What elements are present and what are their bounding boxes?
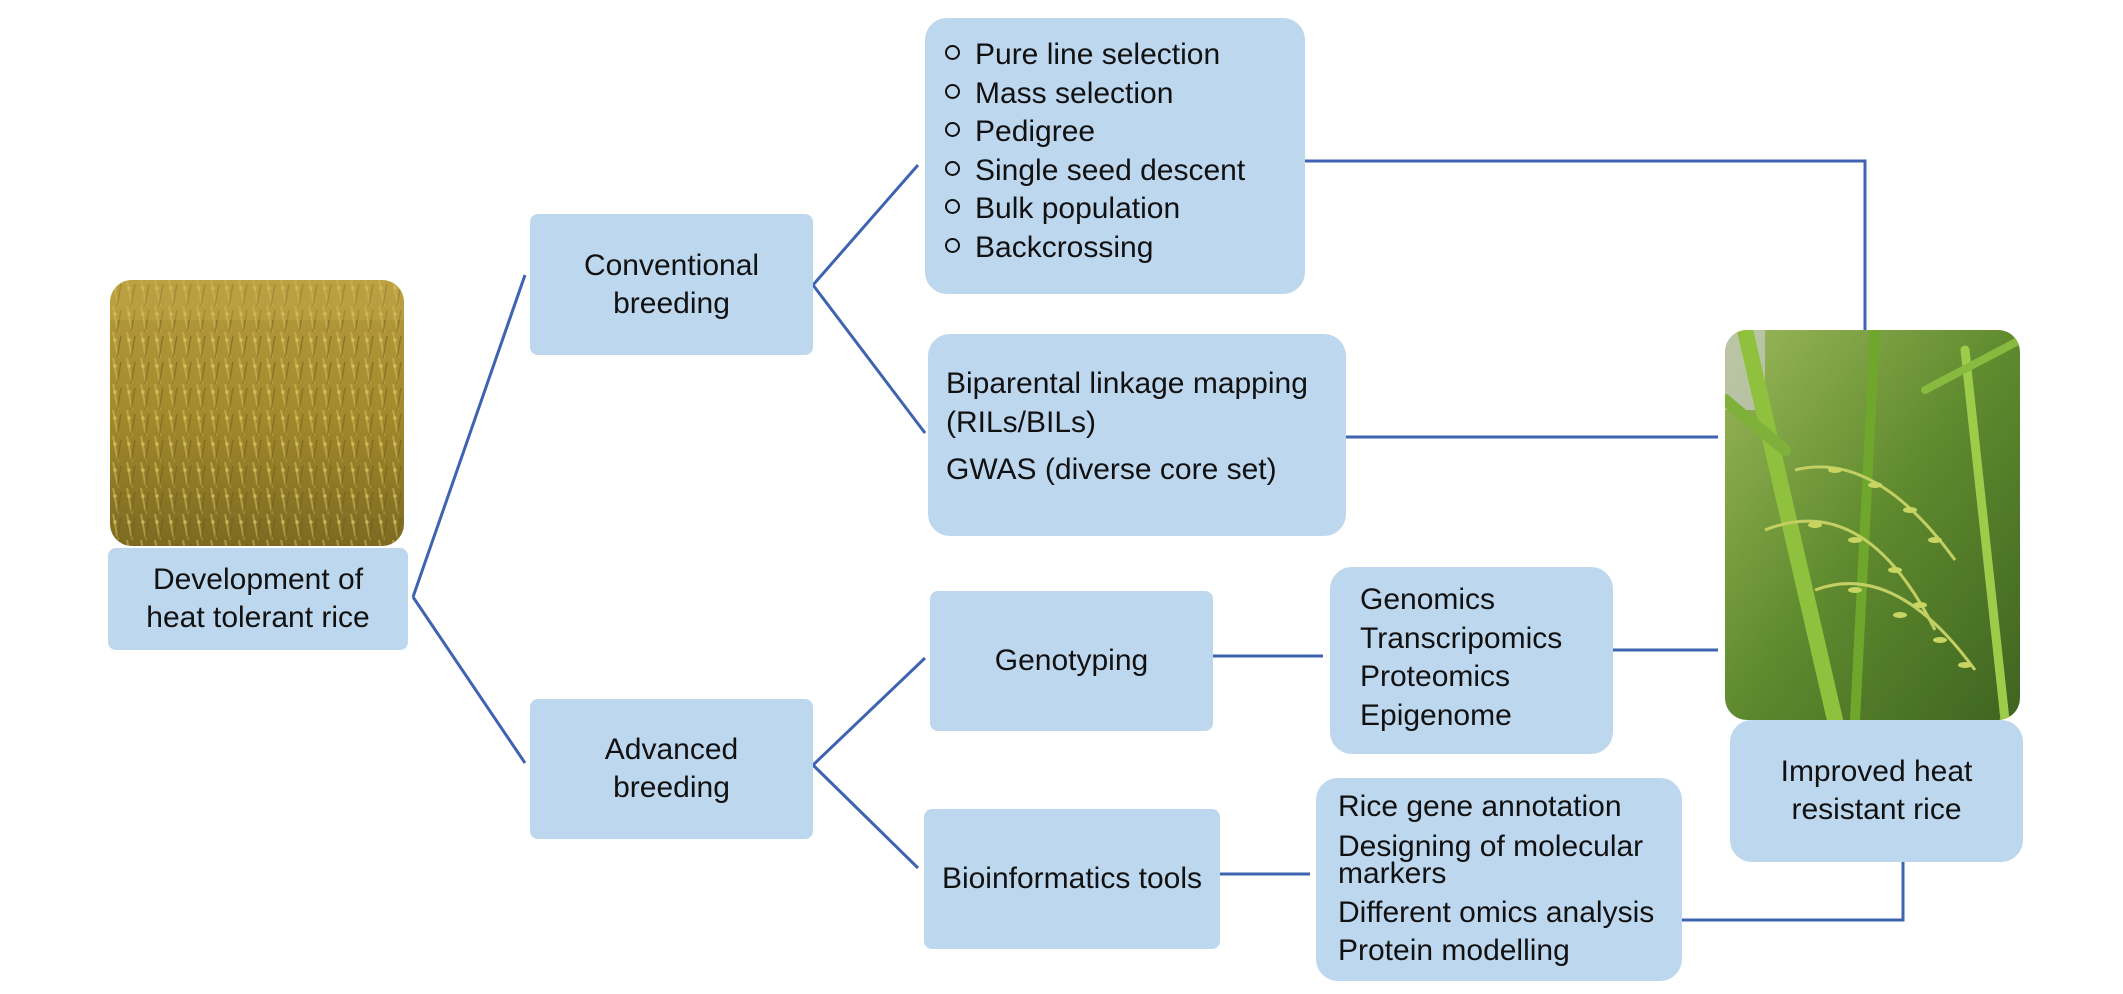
method-item: Pure line selection <box>945 36 1245 75</box>
advanced-breeding-node: Advanced breeding <box>530 699 813 839</box>
method-item: Pedigree <box>945 113 1245 152</box>
bio-use-item: markers <box>1338 857 1447 890</box>
connector-advanced-bioinformatics <box>811 763 920 870</box>
connector-uses-result <box>1677 858 1905 922</box>
connector-root-advanced <box>411 596 527 764</box>
bio-uses-list: Rice gene annotation Designing of molecu… <box>1338 788 1654 970</box>
bio-use-item: Different omics analysis <box>1338 896 1655 929</box>
omics-item: Proteomics <box>1360 660 1511 693</box>
omics-item: Genomics <box>1360 583 1496 616</box>
omics-item: Epigenome <box>1360 698 1512 732</box>
method-item: Single seed descent <box>945 152 1245 191</box>
mapping-line2: (RILs/BILs) <box>946 406 1097 439</box>
bio-use-item: Designing of molecular <box>1338 830 1644 863</box>
bioinformatics-uses-node: Rice gene annotation Designing of molecu… <box>1316 778 1682 981</box>
rice-panicle-photo <box>1725 330 2020 720</box>
mapping-line1: Biparental linkage mapping <box>946 367 1308 400</box>
connector-methods-result <box>1305 159 1867 330</box>
omics-node: Genomics Transcripomics Proteomics Epige… <box>1330 567 1613 754</box>
connector-conventional-mapping <box>811 284 927 434</box>
rice-field-photo <box>110 280 404 546</box>
method-item: Bulk population <box>945 190 1245 229</box>
method-item: Mass selection <box>945 75 1245 114</box>
root-label-line1: Development of <box>152 563 364 596</box>
result-node: Improved heat resistant rice <box>1730 720 2023 862</box>
bio-use-item: Rice gene annotation <box>1338 790 1622 823</box>
advanced-label-line2: breeding <box>613 771 730 804</box>
conventional-label-line1: Conventional <box>583 248 760 282</box>
conventional-breeding-node: Conventional breeding <box>530 214 813 355</box>
genotyping-label: Genotyping <box>994 644 1149 677</box>
connector-root-conventional <box>411 274 527 598</box>
connector-conventional-methods <box>811 164 920 286</box>
bioinformatics-node: Bioinformatics tools <box>924 809 1220 949</box>
omics-list: Genomics Transcripomics Proteomics Epige… <box>1360 581 1562 735</box>
root-node: Development of heat tolerant rice <box>108 548 408 650</box>
method-item: Backcrossing <box>945 229 1245 268</box>
root-label-line2: heat tolerant rice <box>146 601 370 634</box>
connector-advanced-genotyping <box>811 656 927 767</box>
result-label-line2: resistant rice <box>1791 793 1962 826</box>
advanced-label-line1: Advanced <box>604 733 739 766</box>
bio-use-item: Protein modelling <box>1338 934 1570 967</box>
mapping-node: Biparental linkage mapping (RILs/BILs) G… <box>928 334 1346 536</box>
omics-item: Transcripomics <box>1360 621 1563 655</box>
conventional-methods-node: Pure line selection Mass selection Pedig… <box>925 18 1305 294</box>
mapping-line3: GWAS (diverse core set) <box>946 453 1277 486</box>
conventional-methods-list: Pure line selection Mass selection Pedig… <box>945 36 1245 267</box>
bioinformatics-label: Bioinformatics tools <box>941 862 1203 895</box>
genotyping-node: Genotyping <box>930 591 1213 731</box>
conventional-label-line2: breeding <box>613 286 730 320</box>
result-label-line1: Improved heat <box>1780 755 1973 788</box>
